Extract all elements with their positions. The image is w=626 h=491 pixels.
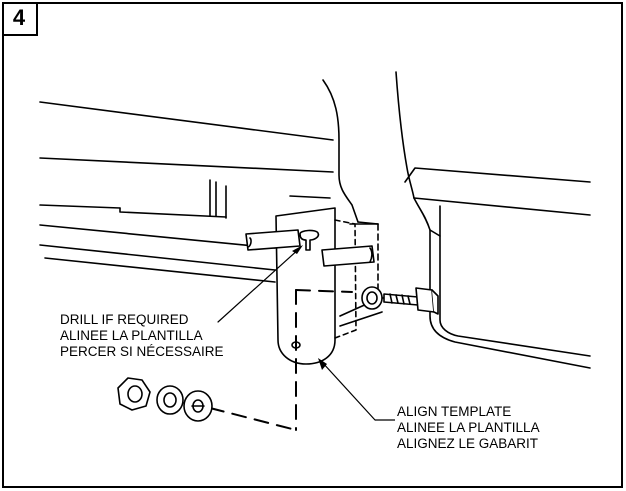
- callout-align-line-3: ALIGNEZ LE GABARIT: [397, 436, 538, 451]
- frame-rail-lines: [39, 101, 334, 283]
- nut-and-washers: [117, 377, 213, 422]
- tape-strips: [245, 229, 375, 267]
- arrowheads: [292, 245, 327, 370]
- keyhole-slot: [299, 229, 320, 251]
- callout-drill-line-1: DRILL IF REQUIRED: [60, 312, 189, 327]
- callout-drill-line-3: PERCER SI NÉCESSAIRE: [60, 344, 224, 359]
- alignment-dashes: [209, 289, 353, 431]
- vertical-post: [322, 71, 415, 225]
- leader-lines: [217, 247, 376, 421]
- callout-drill-line-2: ALINEE LA PLANTILLA: [60, 328, 203, 343]
- bolt: [361, 286, 439, 315]
- step-number-badge: 4: [2, 2, 38, 36]
- callout-align-line-1: ALIGN TEMPLATE: [397, 404, 511, 419]
- callout-align-line-2: ALINEE LA PLANTILLA: [397, 420, 540, 435]
- mounting-bracket: [339, 221, 411, 327]
- right-bumper: [404, 167, 591, 369]
